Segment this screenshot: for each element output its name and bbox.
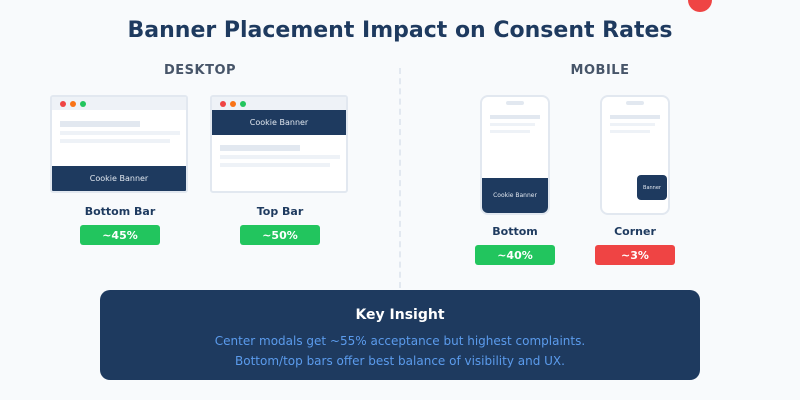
- minimize-dot-icon: [230, 101, 236, 107]
- cookie-banner: Cookie Banner: [482, 178, 548, 213]
- content-placeholder: [490, 115, 540, 119]
- close-dot-icon: [60, 101, 66, 107]
- maximize-dot-icon: [240, 101, 246, 107]
- content-placeholder: [60, 131, 180, 135]
- cookie-banner: Cookie Banner: [52, 166, 186, 191]
- content-placeholder: [220, 155, 340, 159]
- placement-label: Bottom: [492, 225, 538, 238]
- phone-notch: [506, 101, 524, 105]
- content-placeholder: [220, 145, 300, 151]
- rate-badge: ~40%: [475, 245, 555, 265]
- content-placeholder: [610, 123, 655, 126]
- cookie-banner: Banner: [637, 175, 667, 200]
- mobile-section-label: MOBILE: [570, 63, 630, 78]
- rate-badge: ~45%: [80, 225, 160, 245]
- maximize-dot-icon: [80, 101, 86, 107]
- cookie-banner: Cookie Banner: [212, 110, 346, 135]
- browser-chrome: [212, 97, 346, 110]
- placement-label: Corner: [614, 225, 656, 238]
- browser-chrome: [52, 97, 186, 110]
- minimize-dot-icon: [70, 101, 76, 107]
- desktop-top-bar-mockup: Cookie Banner: [210, 95, 348, 193]
- content-placeholder: [60, 121, 140, 127]
- page-title: Banner Placement Impact on Consent Rates: [127, 18, 673, 43]
- insight-line: Bottom/top bars offer best balance of vi…: [235, 354, 565, 368]
- key-insight-panel: Key Insight Center modals get ~55% accep…: [100, 290, 700, 380]
- content-placeholder: [490, 123, 535, 126]
- section-divider: [399, 68, 401, 288]
- mobile-bottom-mockup: Cookie Banner: [480, 95, 550, 215]
- desktop-section-label: DESKTOP: [163, 63, 237, 78]
- phone-notch: [626, 101, 644, 105]
- rate-badge: ~50%: [240, 225, 320, 245]
- close-dot-icon: [220, 101, 226, 107]
- decorative-dot: [688, 0, 712, 12]
- placement-label: Top Bar: [256, 205, 304, 218]
- insight-title: Key Insight: [355, 307, 445, 323]
- content-placeholder: [610, 115, 660, 119]
- desktop-bottom-bar-mockup: Cookie Banner: [50, 95, 188, 193]
- mobile-corner-mockup: Banner: [600, 95, 670, 215]
- content-placeholder: [220, 163, 330, 167]
- insight-line: Center modals get ~55% acceptance but hi…: [214, 334, 586, 348]
- rate-badge: ~3%: [595, 245, 675, 265]
- content-placeholder: [610, 130, 650, 133]
- placement-label: Bottom Bar: [84, 205, 156, 218]
- content-placeholder: [490, 130, 530, 133]
- content-placeholder: [60, 139, 170, 143]
